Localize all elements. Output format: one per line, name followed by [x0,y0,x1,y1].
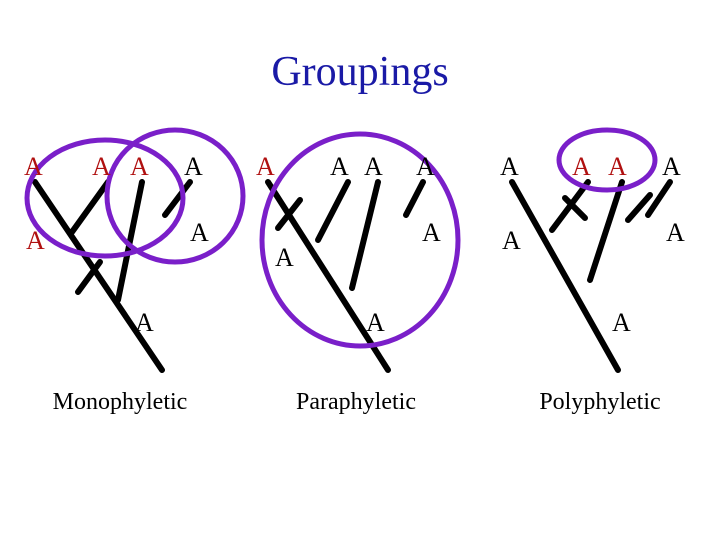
tip-label: A [572,152,591,181]
tip-label: A [92,152,111,181]
tree-monophyletic [32,179,193,373]
tip-label: A [416,152,435,181]
node-label: A [666,218,685,247]
node-label: A [26,226,45,255]
tip-label: A [364,152,383,181]
slide-title: Groupings [271,49,449,95]
node-label: A [366,308,385,337]
branch [509,179,621,373]
tip-label: A [24,152,43,181]
tip-label: A [130,152,149,181]
branch [645,179,673,218]
branch [587,179,625,283]
node-label: A [190,218,209,247]
caption-monophyletic: Monophyletic [52,389,188,415]
synapomorphy-tick [625,192,653,223]
synapomorphy-tick [562,195,588,221]
node-label: A [135,308,154,337]
tree-polyphyletic [509,179,673,373]
node-label: A [612,308,631,337]
synapomorphy-tick [75,259,103,295]
branch [315,179,351,243]
group-circle [556,127,658,193]
group-circle [104,127,246,265]
branch [403,179,426,218]
branch [69,179,111,235]
tip-label: A [662,152,681,181]
branch [32,179,165,373]
node-label: A [502,226,521,255]
synapomorphy-tick [275,197,303,231]
branch [115,179,145,303]
tip-label: A [330,152,349,181]
tip-label: A [256,152,275,181]
group-circle [259,131,461,349]
branch [162,179,193,218]
tree-paraphyletic [265,179,426,373]
node-label: A [275,243,294,272]
tip-label: A [500,152,519,181]
node-label: A [422,218,441,247]
group-circle [24,137,186,259]
caption-polyphyletic: Polyphyletic [539,389,661,415]
caption-paraphyletic: Paraphyletic [296,389,416,415]
tip-label: A [608,152,627,181]
tip-label: A [184,152,203,181]
branch [349,179,381,291]
